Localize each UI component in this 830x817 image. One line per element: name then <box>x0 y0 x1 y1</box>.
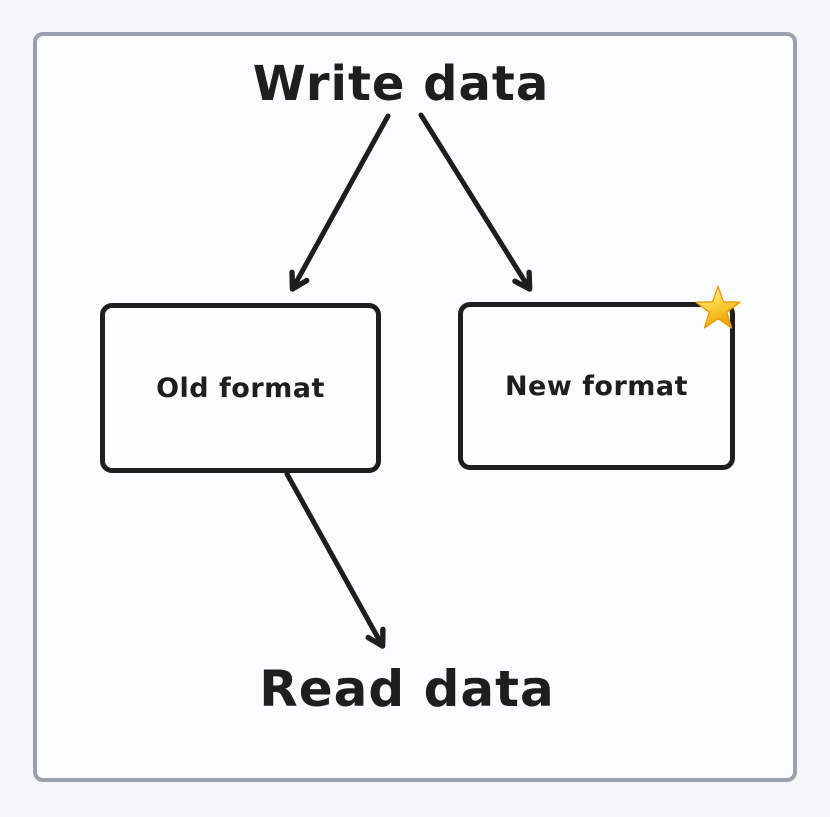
node-new-format: New format <box>458 285 741 470</box>
write-data-label: Write data <box>252 56 550 112</box>
old-format-label: Old format <box>156 372 325 404</box>
node-old-format: Old format <box>100 303 381 473</box>
read-data-label: Read data <box>259 660 555 718</box>
new-format-label: New format <box>504 370 689 402</box>
star-icon <box>695 285 741 329</box>
